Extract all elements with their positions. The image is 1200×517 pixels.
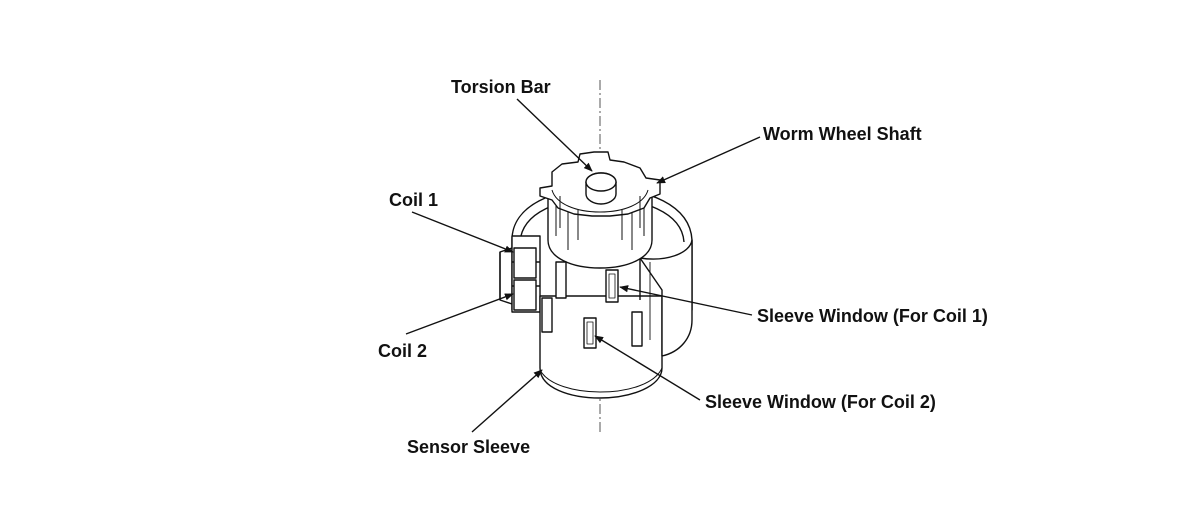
- label-coil-2: Coil 2: [378, 341, 428, 361]
- sleeve-window-right-lower: [631, 311, 643, 347]
- outer-shell-right: [639, 239, 693, 357]
- leader-coil-1: [411, 211, 514, 253]
- coil-1-block: [513, 247, 537, 279]
- label-worm-wheel-shaft: Worm Wheel Shaft: [763, 124, 922, 144]
- label-sensor-sleeve: Sensor Sleeve: [407, 437, 531, 457]
- sleeve-window-left-lower: [541, 297, 553, 333]
- leader-sleeve-window-coil-2: [594, 335, 701, 401]
- sleeve-window-coil-1-left: [555, 261, 567, 299]
- label-coil-1: Coil 1: [389, 190, 439, 210]
- leader-coil-2: [405, 293, 514, 335]
- leader-sensor-sleeve: [471, 369, 543, 433]
- leader-worm-wheel-shaft: [656, 136, 761, 184]
- leader-sleeve-window-coil-1: [619, 285, 753, 316]
- leader-torsion-bar: [516, 98, 593, 172]
- label-torsion-bar: Torsion Bar: [451, 77, 551, 97]
- sensor-assembly: [499, 151, 693, 399]
- coil-2-block: [513, 279, 537, 311]
- sensor-sleeve-body: [539, 295, 663, 399]
- label-sleeve-window-coil-2: Sleeve Window (For Coil 2): [705, 392, 936, 412]
- label-sleeve-window-coil-1: Sleeve Window (For Coil 1): [757, 306, 988, 326]
